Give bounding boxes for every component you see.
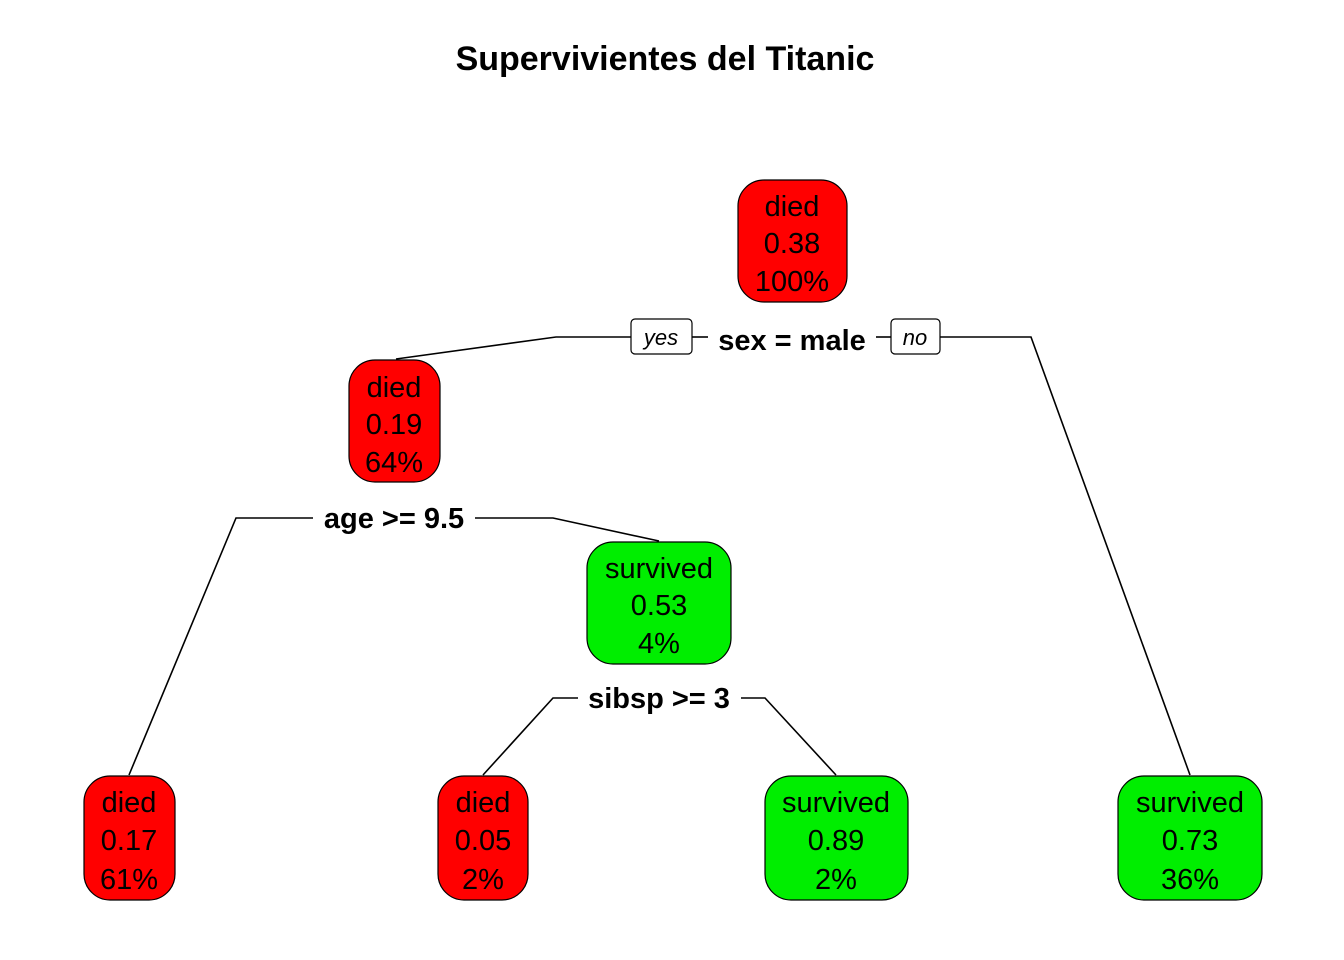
node-male-young-box bbox=[586, 541, 732, 665]
leaf-female-class: survived bbox=[1136, 787, 1244, 819]
node-male-pct: 64% bbox=[365, 447, 423, 479]
leaf-sibsp: died 0.05 2% bbox=[437, 775, 529, 901]
edge-young-to-few bbox=[741, 697, 837, 776]
leaf-sibsp-prob: 0.05 bbox=[455, 825, 511, 857]
edge-root-to-male bbox=[395, 336, 632, 360]
yes-tag: yes bbox=[630, 318, 693, 355]
node-male-prob: 0.19 bbox=[366, 409, 422, 441]
leaf-sibsp-box bbox=[437, 775, 529, 901]
leaf-few-pct: 2% bbox=[815, 864, 857, 896]
leaf-sibsp-class: died bbox=[456, 787, 511, 819]
leaf-adult: died 0.17 61% bbox=[83, 775, 176, 901]
node-male-young-class: survived bbox=[605, 553, 713, 585]
leaf-female-box bbox=[1117, 775, 1263, 901]
no-tag: no bbox=[890, 318, 941, 355]
no-tag-label: no bbox=[903, 325, 927, 350]
yes-tag-label: yes bbox=[642, 325, 678, 350]
node-root-box bbox=[737, 179, 848, 303]
node-root-pct: 100% bbox=[755, 266, 829, 298]
node-male-young-prob: 0.53 bbox=[631, 590, 687, 622]
tree-edges bbox=[128, 336, 1191, 776]
edge-male-to-young bbox=[475, 517, 660, 542]
leaf-adult-class: died bbox=[102, 787, 157, 819]
edge-male-to-adult bbox=[128, 517, 313, 776]
leaf-few-prob: 0.89 bbox=[808, 825, 864, 857]
leaf-female-pct: 36% bbox=[1161, 864, 1219, 896]
node-root-class: died bbox=[765, 191, 820, 223]
leaf-few: survived 0.89 2% bbox=[764, 775, 909, 901]
leaf-female: survived 0.73 36% bbox=[1117, 775, 1263, 901]
diagram-title: Supervivientes del Titanic bbox=[456, 40, 875, 78]
split-label-age: age >= 9.5 bbox=[324, 503, 464, 535]
leaf-adult-pct: 61% bbox=[100, 864, 158, 896]
leaf-female-prob: 0.73 bbox=[1162, 825, 1218, 857]
node-male-young: survived 0.53 4% bbox=[586, 541, 732, 665]
node-root: died 0.38 100% bbox=[737, 179, 848, 303]
edge-root-to-female bbox=[940, 336, 1191, 776]
split-label-sibsp: sibsp >= 3 bbox=[588, 683, 730, 715]
leaf-few-box bbox=[764, 775, 909, 901]
node-male: died 0.19 64% bbox=[348, 359, 441, 483]
leaf-adult-prob: 0.17 bbox=[101, 825, 157, 857]
node-male-box bbox=[348, 359, 441, 483]
node-male-class: died bbox=[367, 372, 422, 404]
node-root-prob: 0.38 bbox=[764, 228, 820, 260]
edge-young-to-sibsp bbox=[482, 697, 578, 776]
leaf-sibsp-pct: 2% bbox=[462, 864, 504, 896]
leaf-adult-box bbox=[83, 775, 176, 901]
split-label-sex: sex = male bbox=[718, 325, 866, 357]
leaf-few-class: survived bbox=[782, 787, 890, 819]
node-male-young-pct: 4% bbox=[638, 628, 680, 660]
